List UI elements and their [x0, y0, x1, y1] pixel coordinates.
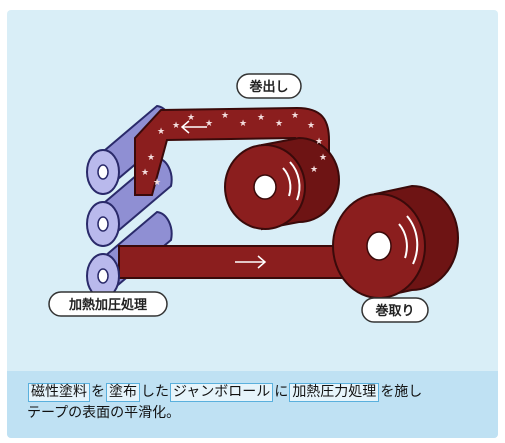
svg-text:巻取り: 巻取り — [374, 303, 414, 319]
caption-text: を施し — [380, 384, 423, 400]
roller-faces — [86, 149, 120, 299]
svg-text:★: ★ — [187, 113, 195, 123]
unwind-reel — [224, 136, 340, 231]
label-process: 加熱加圧処理 — [48, 291, 168, 317]
term-heat-pressure[interactable]: 加熱圧力処理 — [289, 383, 380, 402]
svg-text:★: ★ — [315, 137, 323, 147]
svg-text:★: ★ — [205, 119, 213, 129]
term-jumbo-roll[interactable]: ジャンボロール — [170, 383, 274, 402]
right-arrow-icon — [235, 255, 267, 269]
caption-line-2: テープの表面の平滑化。 — [27, 405, 181, 421]
svg-text:★: ★ — [157, 127, 165, 137]
caption-line-1: 磁性塗料を塗布したジャンボロールに加熱圧力処理を施し — [27, 382, 488, 403]
svg-text:★: ★ — [153, 178, 161, 188]
svg-text:★: ★ — [319, 153, 327, 163]
star-pattern-icon: ★★★ ★★★ ★★★ ★★★ ★★★ ★ — [141, 111, 327, 188]
term-coating[interactable]: 塗布 — [106, 383, 140, 402]
tape-process-diagram: ★★★ ★★★ ★★★ ★★★ ★★★ ★ 巻出し 加熱加圧処理 巻取り — [48, 73, 459, 323]
left-arrow-icon — [180, 120, 207, 134]
svg-text:★: ★ — [172, 121, 180, 131]
takeup-reel — [332, 184, 459, 300]
svg-text:★: ★ — [147, 153, 155, 163]
svg-text:加熱加圧処理: 加熱加圧処理 — [68, 297, 147, 313]
caption-text: した — [141, 384, 169, 400]
diagram-card: ★★★ ★★★ ★★★ ★★★ ★★★ ★ 巻出し 加熱加圧処理 巻取り — [7, 10, 498, 438]
caption-text: に — [274, 384, 289, 400]
tape-top-run — [134, 106, 330, 196]
svg-text:★: ★ — [275, 119, 283, 129]
svg-text:★: ★ — [307, 121, 315, 131]
svg-text:★: ★ — [257, 113, 265, 123]
svg-text:★: ★ — [141, 168, 149, 178]
caption: 磁性塗料を塗布したジャンボロールに加熱圧力処理を施し テープの表面の平滑化。 — [7, 371, 498, 438]
caption-text: を — [91, 384, 105, 400]
term-magnetic-paint[interactable]: 磁性塗料 — [28, 383, 90, 402]
svg-text:★: ★ — [310, 165, 318, 175]
svg-text:巻出し: 巻出し — [248, 79, 288, 95]
label-takeup: 巻取り — [361, 297, 429, 323]
svg-text:★: ★ — [239, 119, 247, 129]
svg-text:★: ★ — [291, 111, 299, 121]
label-unwind: 巻出し — [236, 73, 302, 99]
svg-text:★: ★ — [221, 111, 229, 121]
